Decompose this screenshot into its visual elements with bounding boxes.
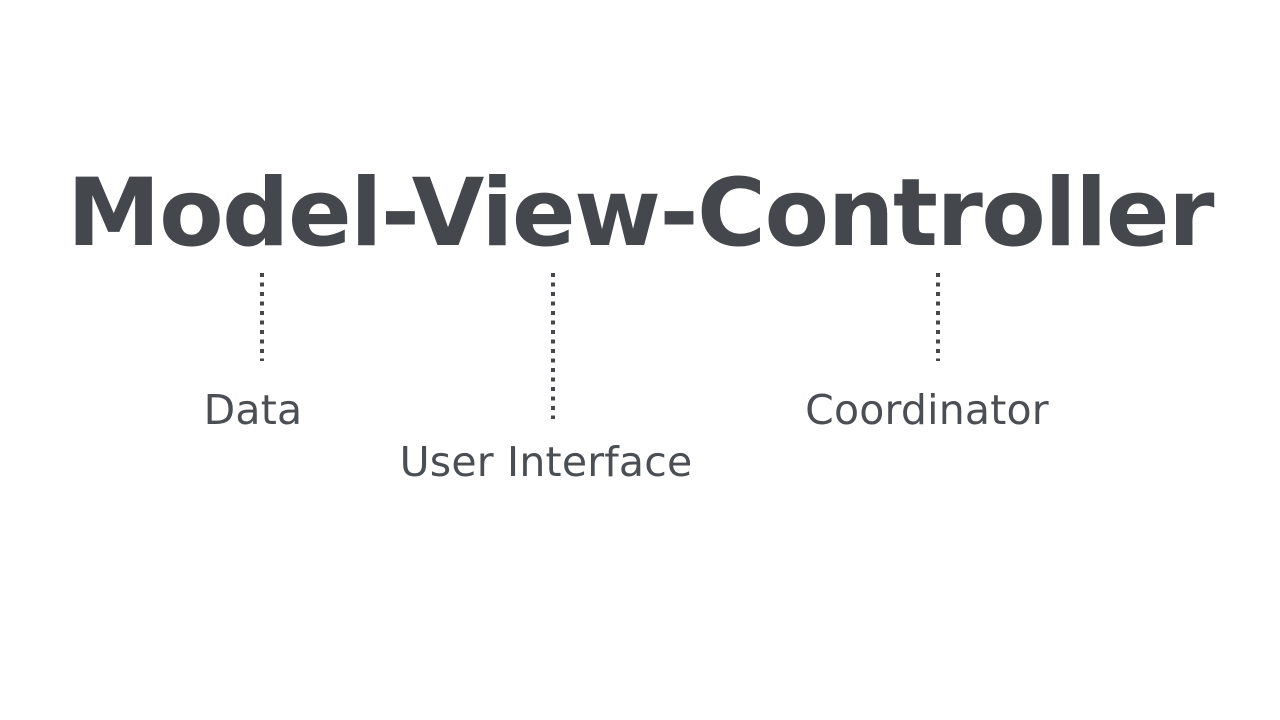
- connector-line-controller: [936, 273, 940, 361]
- annotation-label-model: Data: [203, 386, 303, 434]
- annotation-label-view: User Interface: [399, 438, 693, 486]
- page-title: Model-View-Controller: [67, 159, 1214, 268]
- annotation-label-controller: Coordinator: [805, 386, 1049, 434]
- connector-line-view: [551, 273, 555, 419]
- connector-line-model: [260, 273, 264, 361]
